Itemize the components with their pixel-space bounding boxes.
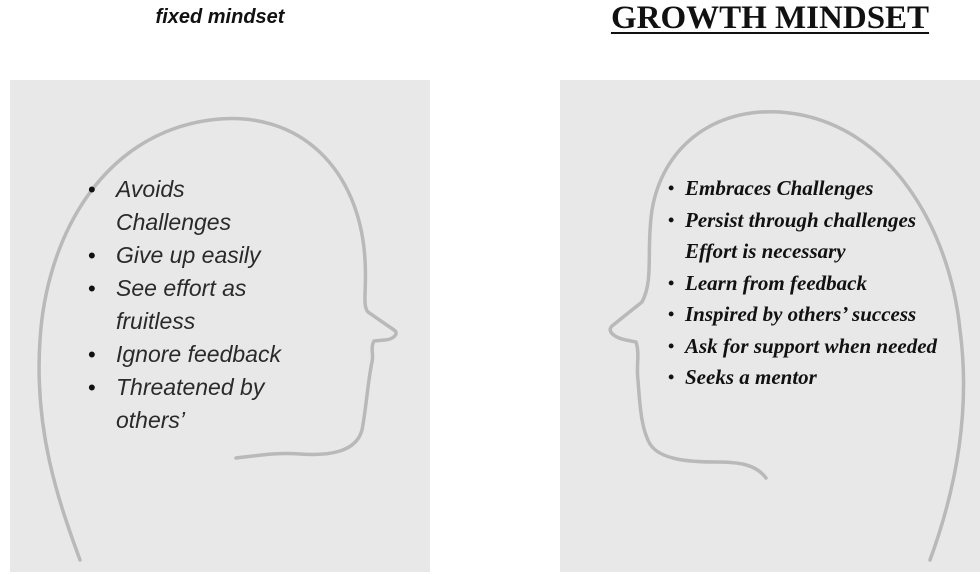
list-item: Persist through challenges Effort is nec… [668,205,958,268]
list-item: Avoids Challenges [84,173,304,239]
growth-mindset-panel: Embraces Challenges Persist through chal… [560,80,980,572]
list-item: See effort as fruitless [84,272,304,338]
list-item: Ignore feedback [84,338,304,371]
list-item: Give up easily [84,239,304,272]
list-item: Embraces Challenges [668,173,958,205]
list-item: Learn from feedback [668,268,958,300]
list-item: Seeks a mentor [668,362,958,394]
growth-mindset-title: GROWTH MINDSET [610,0,930,36]
list-item: Ask for support when needed [668,331,958,363]
growth-mindset-traits-list: Embraces Challenges Persist through chal… [668,173,958,394]
list-item: Inspired by others’ success [668,299,958,331]
fixed-mindset-panel: Avoids Challenges Give up easily See eff… [10,80,430,572]
head-profile-right-facing-icon [37,116,398,562]
list-item: Threatened by others’ [84,371,304,437]
fixed-mindset-title: fixed mindset [155,6,285,28]
fixed-mindset-traits-list: Avoids Challenges Give up easily See eff… [84,173,304,437]
